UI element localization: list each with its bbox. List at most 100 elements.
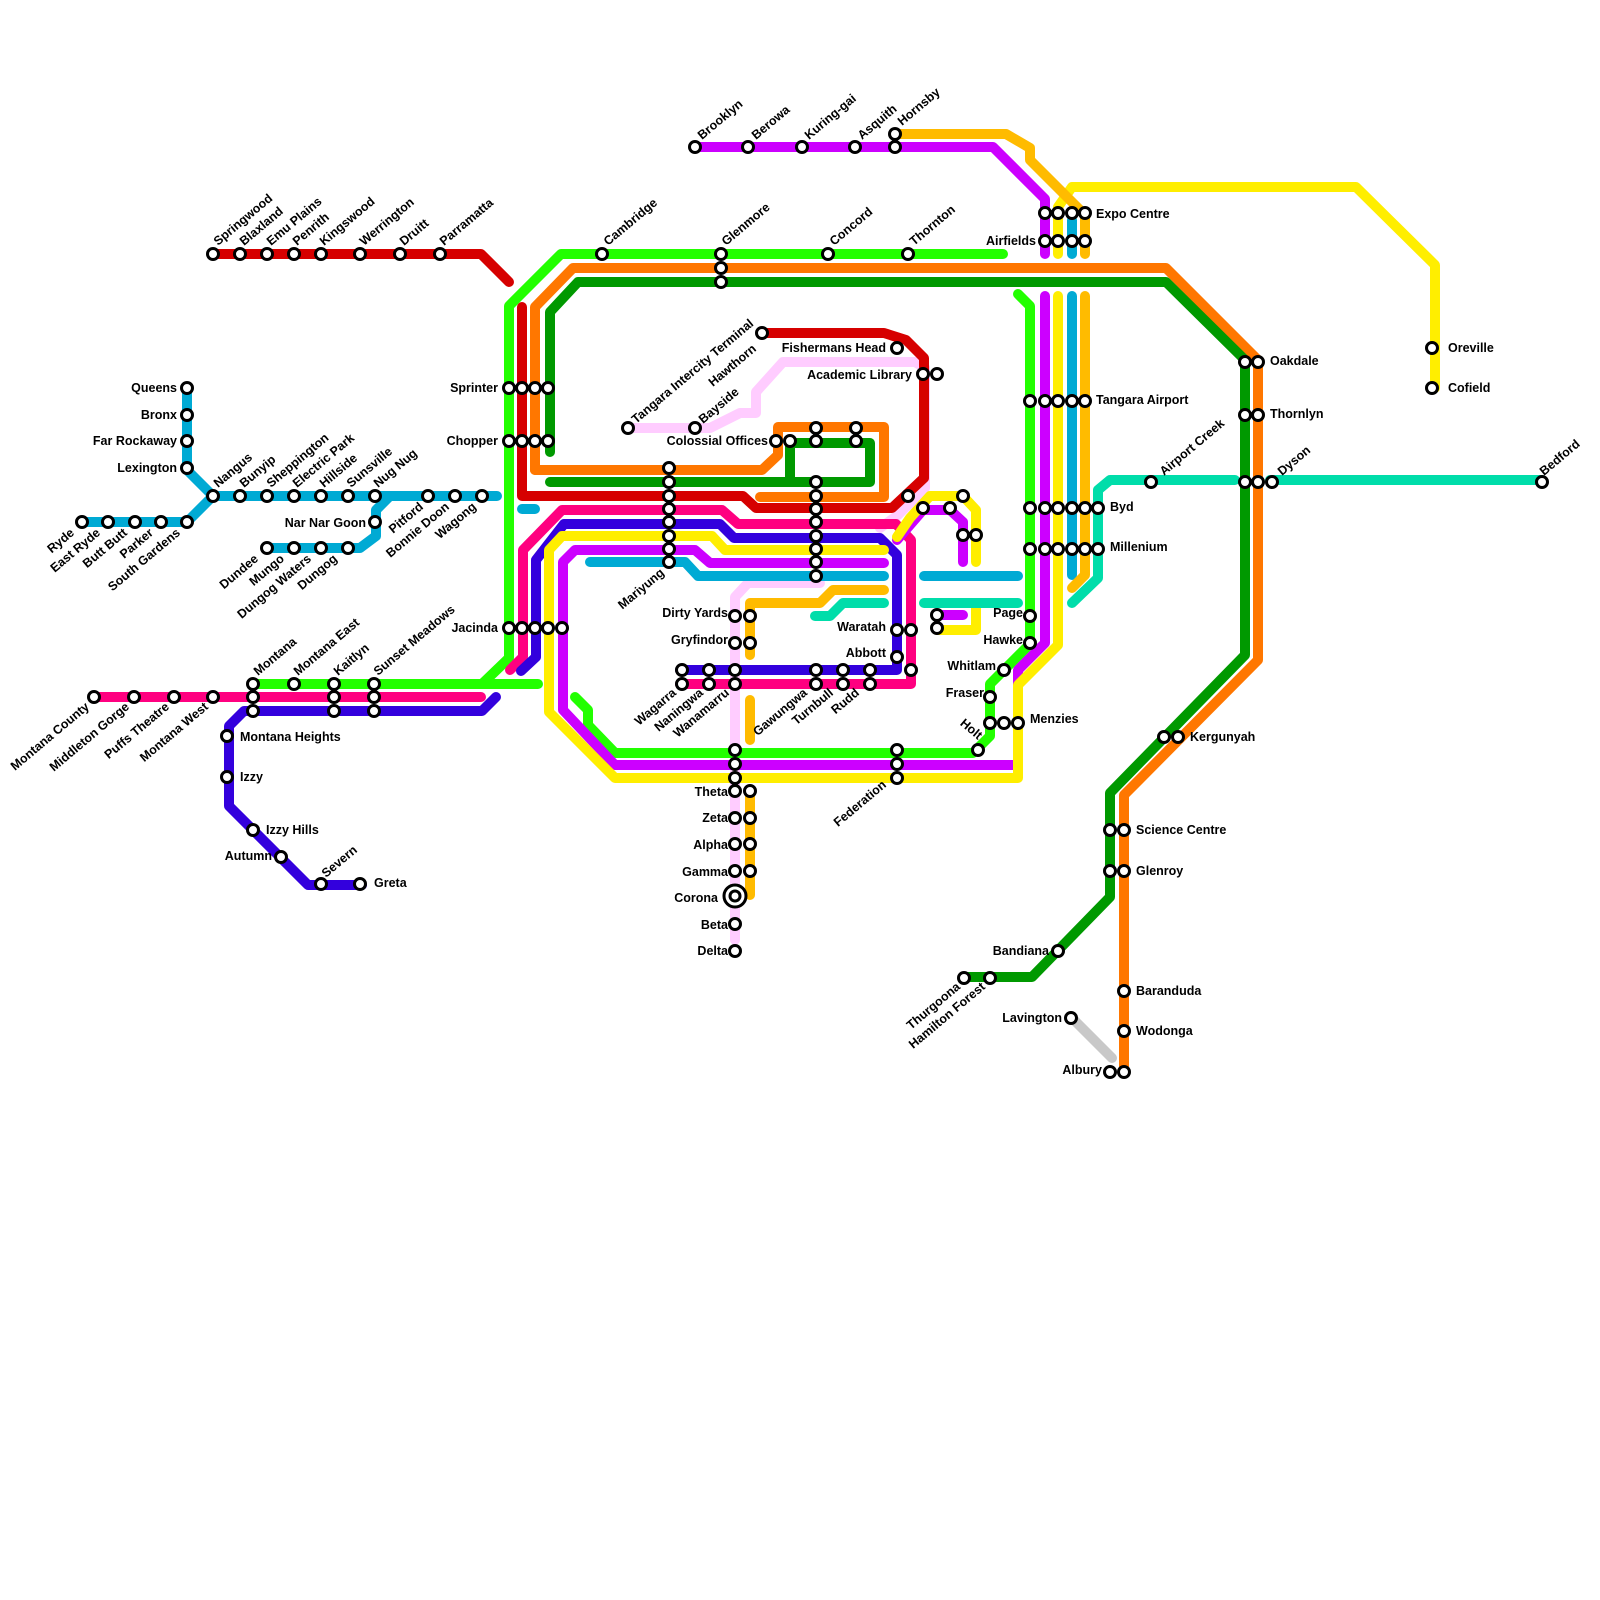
station-marker[interactable] xyxy=(517,383,528,394)
station-label-greta[interactable]: Greta xyxy=(374,876,408,890)
station-marker[interactable] xyxy=(477,491,488,502)
station-marker[interactable] xyxy=(892,759,903,770)
station-label-thornton[interactable]: Thornton xyxy=(907,202,958,248)
station-marker[interactable] xyxy=(664,491,675,502)
station-marker[interactable] xyxy=(557,623,568,634)
station-label-thornlyn[interactable]: Thornlyn xyxy=(1270,407,1323,421)
station-label-izzy-hills[interactable]: Izzy Hills xyxy=(266,823,319,837)
station-marker[interactable] xyxy=(730,638,741,649)
station-marker[interactable] xyxy=(1053,396,1064,407)
station-marker[interactable] xyxy=(730,665,741,676)
station-marker[interactable] xyxy=(851,423,862,434)
station-marker[interactable] xyxy=(811,436,822,447)
station-marker[interactable] xyxy=(865,665,876,676)
station-marker[interactable] xyxy=(918,369,929,380)
station-marker[interactable] xyxy=(906,625,917,636)
station-marker[interactable] xyxy=(1053,503,1064,514)
station-marker[interactable] xyxy=(208,692,219,703)
station-label-berowa[interactable]: Berowa xyxy=(749,102,793,142)
station-marker[interactable] xyxy=(745,866,756,877)
station-label-bedford[interactable]: Bedford xyxy=(1537,437,1583,479)
station-marker[interactable] xyxy=(906,665,917,676)
station-marker[interactable] xyxy=(971,530,982,541)
station-marker[interactable] xyxy=(1105,866,1116,877)
station-label-hornsby[interactable]: Hornsby xyxy=(895,85,943,128)
station-marker[interactable] xyxy=(369,679,380,690)
station-label-albury[interactable]: Albury xyxy=(1062,1063,1102,1077)
station-marker[interactable] xyxy=(1080,396,1091,407)
station-marker[interactable] xyxy=(690,142,701,153)
station-label-druitt[interactable]: Druitt xyxy=(397,216,432,249)
station-label-kergunyah[interactable]: Kergunyah xyxy=(1190,730,1255,744)
station-marker[interactable] xyxy=(1119,986,1130,997)
station-marker[interactable] xyxy=(903,491,914,502)
station-marker[interactable] xyxy=(1025,611,1036,622)
station-marker[interactable] xyxy=(395,249,406,260)
station-marker[interactable] xyxy=(355,879,366,890)
station-marker[interactable] xyxy=(664,517,675,528)
station-marker[interactable] xyxy=(1105,1067,1116,1078)
station-marker[interactable] xyxy=(932,623,943,634)
station-marker[interactable] xyxy=(370,517,381,528)
station-label-oakdale[interactable]: Oakdale xyxy=(1270,354,1319,368)
station-label-jacinda[interactable]: Jacinda xyxy=(451,621,499,635)
station-label-colossial-offices[interactable]: Colossial Offices xyxy=(667,434,768,448)
station-marker[interactable] xyxy=(248,825,259,836)
station-label-autumn[interactable]: Autumn xyxy=(225,849,272,863)
station-marker[interactable] xyxy=(329,692,340,703)
station-marker[interactable] xyxy=(130,517,141,528)
station-marker[interactable] xyxy=(757,328,768,339)
station-marker[interactable] xyxy=(1053,208,1064,219)
station-marker[interactable] xyxy=(262,249,273,260)
station-marker[interactable] xyxy=(985,692,996,703)
station-marker[interactable] xyxy=(504,436,515,447)
station-marker[interactable] xyxy=(1105,825,1116,836)
station-marker[interactable] xyxy=(289,679,300,690)
station-marker[interactable] xyxy=(103,517,114,528)
station-marker[interactable] xyxy=(690,423,701,434)
station-marker[interactable] xyxy=(262,491,273,502)
station-marker[interactable] xyxy=(504,383,515,394)
station-marker[interactable] xyxy=(704,679,715,690)
station-marker[interactable] xyxy=(208,491,219,502)
station-marker[interactable] xyxy=(730,745,741,756)
station-label-kuring-gai[interactable]: Kuring-gai xyxy=(802,91,859,142)
station-label-sunset-meadows[interactable]: Sunset Meadows xyxy=(371,602,458,678)
station-marker[interactable] xyxy=(677,665,688,676)
station-label-dirty-yards[interactable]: Dirty Yards xyxy=(662,606,728,620)
station-marker[interactable] xyxy=(999,718,1010,729)
station-marker[interactable] xyxy=(838,679,849,690)
station-marker[interactable] xyxy=(959,973,970,984)
station-marker[interactable] xyxy=(730,759,741,770)
station-marker[interactable] xyxy=(1253,410,1264,421)
station-marker[interactable] xyxy=(664,463,675,474)
station-marker[interactable] xyxy=(1080,208,1091,219)
station-marker[interactable] xyxy=(811,571,822,582)
station-marker[interactable] xyxy=(851,436,862,447)
station-marker[interactable] xyxy=(1119,1026,1130,1037)
station-marker[interactable] xyxy=(248,692,259,703)
station-marker[interactable] xyxy=(890,142,901,153)
station-marker[interactable] xyxy=(316,249,327,260)
station-marker[interactable] xyxy=(677,679,688,690)
station-marker[interactable] xyxy=(289,543,300,554)
double-ring-icon[interactable] xyxy=(724,885,746,907)
station-label-waratah[interactable]: Waratah xyxy=(837,620,886,634)
station-label-queens[interactable]: Queens xyxy=(131,381,177,395)
station-marker[interactable] xyxy=(182,517,193,528)
station-marker[interactable] xyxy=(664,531,675,542)
station-label-lavington[interactable]: Lavington xyxy=(1002,1011,1062,1025)
station-marker[interactable] xyxy=(222,772,233,783)
station-marker[interactable] xyxy=(1093,503,1104,514)
station-marker[interactable] xyxy=(892,745,903,756)
station-label-chopper[interactable]: Chopper xyxy=(447,434,499,448)
station-marker[interactable] xyxy=(811,423,822,434)
station-marker[interactable] xyxy=(1025,396,1036,407)
station-label-academic-library[interactable]: Academic Library xyxy=(807,368,912,382)
station-marker[interactable] xyxy=(811,504,822,515)
station-marker[interactable] xyxy=(730,919,741,930)
station-marker[interactable] xyxy=(343,491,354,502)
station-marker[interactable] xyxy=(730,786,741,797)
station-marker[interactable] xyxy=(730,679,741,690)
station-marker[interactable] xyxy=(973,745,984,756)
